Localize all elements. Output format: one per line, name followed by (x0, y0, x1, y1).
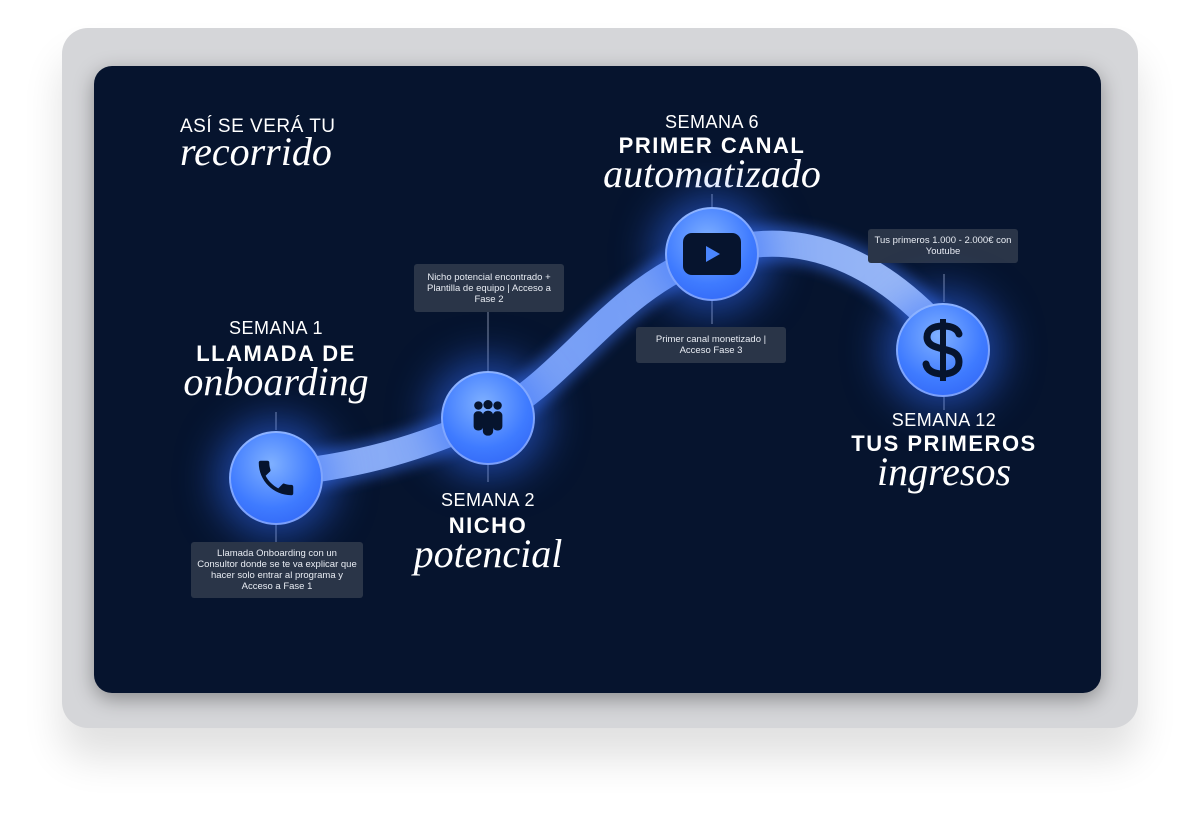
roadmap-panel: ASÍ SE VERÁ TU recorrido SEMANA 1 LLAMAD… (94, 66, 1101, 693)
milestone-2-subtitle: potencial (413, 531, 563, 576)
team-icon (473, 399, 503, 436)
milestone-1-subtitle: onboarding (183, 359, 369, 404)
dollar-icon (922, 319, 963, 381)
milestone-2-node (441, 371, 535, 465)
milestone-2-title: NICHO (448, 513, 528, 538)
phone-icon (258, 460, 294, 496)
milestone-2-note: Nicho potencial encontrado + Plantilla d… (414, 264, 564, 312)
header-line2: recorrido (180, 129, 332, 174)
milestone-4-week: SEMANA 12 (891, 410, 997, 430)
milestone-1-title: LLAMADA DE (196, 341, 356, 366)
milestone-4-note: Tus primeros 1.000 - 2.000€ con Youtube (868, 229, 1018, 263)
milestone-1-note: Llamada Onboarding con un Consultor dond… (191, 542, 363, 598)
milestone-1-week: SEMANA 1 (228, 318, 324, 338)
youtube-play-icon (683, 233, 741, 275)
milestone-4-subtitle: ingresos (876, 449, 1012, 494)
milestone-2-week: SEMANA 2 (440, 490, 536, 510)
milestone-3-title: PRIMER CANAL (618, 133, 806, 158)
journey-path (257, 194, 963, 542)
milestone-1-node (229, 431, 323, 525)
milestone-3-node (665, 207, 759, 301)
milestone-3-subtitle: automatizado (603, 151, 821, 196)
milestone-3-week: SEMANA 6 (664, 112, 760, 132)
milestone-3-note: Primer canal monetizado | Acceso Fase 3 (636, 327, 786, 363)
milestone-4-node (896, 303, 990, 397)
header-line1: ASÍ SE VERÁ TU (180, 116, 336, 137)
milestone-4-title: TUS PRIMEROS (851, 431, 1037, 456)
